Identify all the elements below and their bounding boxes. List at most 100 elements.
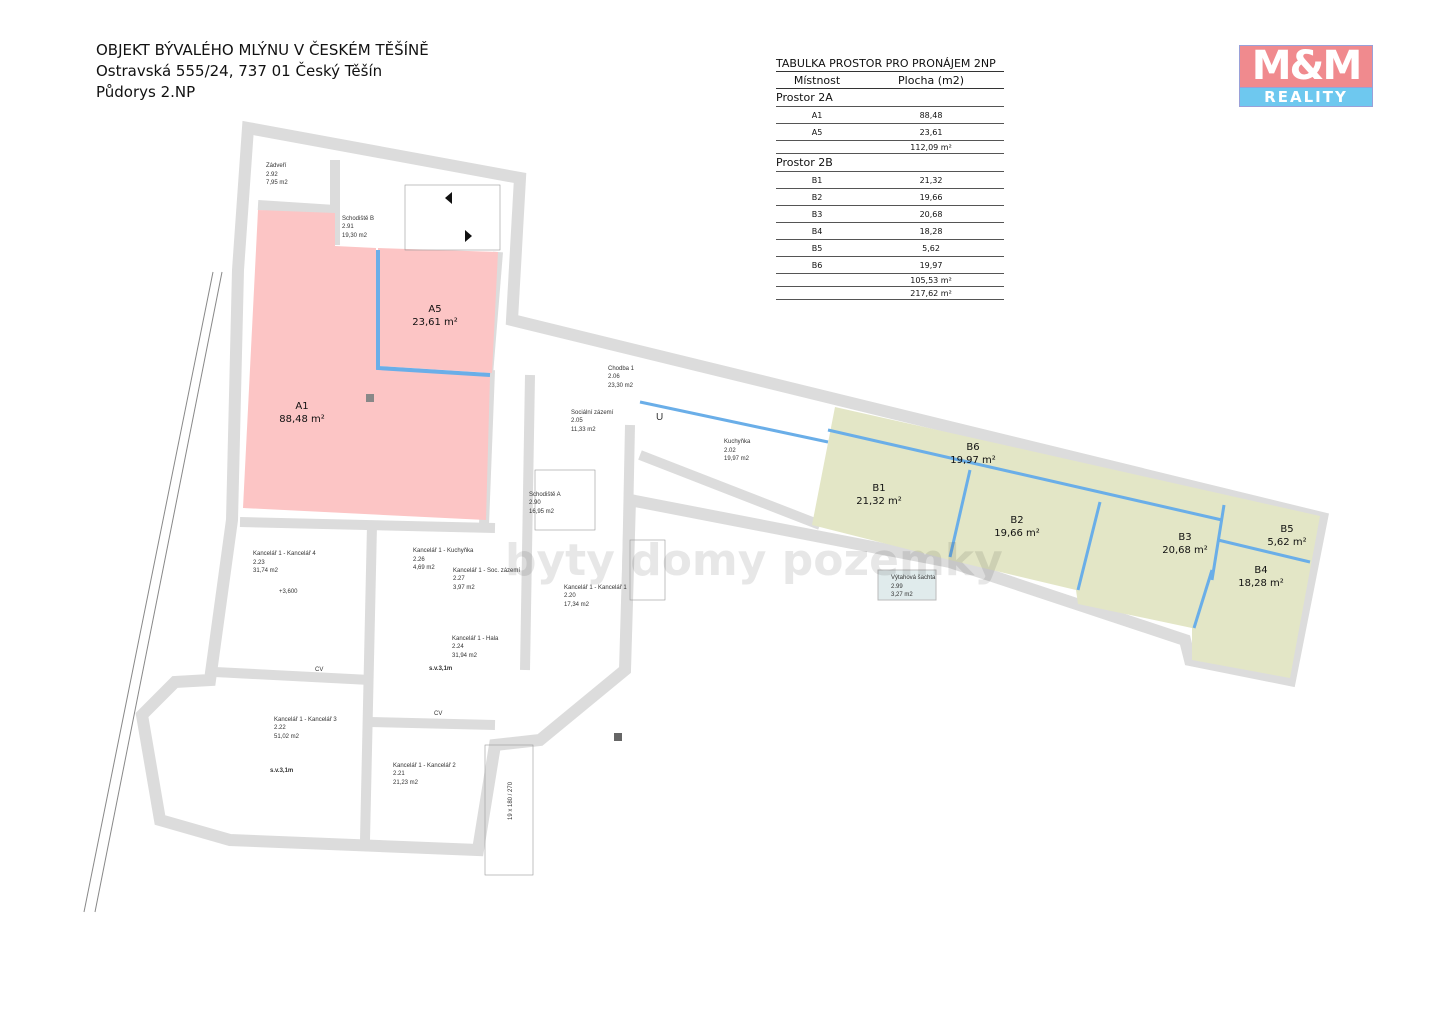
col-area: Plocha (m2) xyxy=(858,71,1004,89)
drawing-title: OBJEKT BÝVALÉHO MLÝNU V ČESKÉM TĚŠÍNĚ Os… xyxy=(96,40,429,103)
svg-text:Schodiště B: Schodiště B xyxy=(342,216,374,222)
svg-text:Kancelář 1 - Kancelář 2: Kancelář 1 - Kancelář 2 xyxy=(393,763,456,769)
svg-text:17,34 m2: 17,34 m2 xyxy=(564,602,590,608)
cv-label: CV xyxy=(434,711,442,717)
partition-a1-a5 xyxy=(376,250,491,377)
title-building: OBJEKT BÝVALÉHO MLÝNU V ČESKÉM TĚŠÍNĚ xyxy=(96,41,429,59)
height-label: s.v.3,1m xyxy=(429,666,452,672)
stairs xyxy=(404,184,666,876)
cell-area: 20,68 xyxy=(858,205,1004,223)
interior-walls xyxy=(214,160,822,841)
svg-text:2.23: 2.23 xyxy=(253,560,265,566)
column xyxy=(614,733,622,741)
stairs-label: 19 x 180 / 270 xyxy=(508,781,514,820)
label-b3: B3 xyxy=(1178,532,1191,543)
svg-text:19,97 m2: 19,97 m2 xyxy=(724,456,750,462)
svg-text:2.27: 2.27 xyxy=(453,576,465,582)
table-title: TABULKA PROSTOR PRO PRONÁJEM 2NP xyxy=(776,55,1004,72)
svg-text:Chodba 1: Chodba 1 xyxy=(608,366,635,372)
mm-reality-logo: M&M REALITY xyxy=(1239,45,1373,107)
cell-room: A5 xyxy=(776,123,859,141)
group-2a: Prostor 2A xyxy=(776,88,1004,107)
label-b6: B6 xyxy=(966,442,979,453)
svg-text:11,33 m2: 11,33 m2 xyxy=(571,427,596,433)
svg-text:2.05: 2.05 xyxy=(571,418,583,424)
stair-arrow-icon xyxy=(445,192,452,204)
svg-text:4,69 m2: 4,69 m2 xyxy=(413,565,435,571)
cell-room: A1 xyxy=(776,106,859,124)
rental-area-table: TABULKA PROSTOR PRO PRONÁJEM 2NP Místnos… xyxy=(776,55,1004,300)
cv-label: CV xyxy=(315,667,323,673)
cell-area: 18,28 xyxy=(858,222,1004,240)
label-b5: B5 xyxy=(1280,524,1293,535)
cell-area: 19,66 xyxy=(858,188,1004,206)
unit-labels: A1 88,48 m² A5 23,61 m² B1 21,32 m² B2 1… xyxy=(279,304,1306,589)
logo-text: REALITY xyxy=(1239,88,1373,107)
svg-text:Výtahová šachta: Výtahová šachta xyxy=(891,575,936,581)
label-b1: B1 xyxy=(872,483,885,494)
svg-text:Kancelář 1 - Kuchyňka: Kancelář 1 - Kuchyňka xyxy=(413,548,474,554)
svg-text:3,27 m2: 3,27 m2 xyxy=(891,592,913,598)
room-label: Kancelář 1 - Kuchyňka 2.26 4,69 m2 xyxy=(413,548,474,571)
label-b1-area: 21,32 m² xyxy=(856,496,902,507)
cell-area: 19,97 xyxy=(858,256,1004,274)
label-a1: A1 xyxy=(295,401,308,412)
svg-text:Kancelář 1 - Kancelář 4: Kancelář 1 - Kancelář 4 xyxy=(253,551,316,557)
svg-text:Kancelář 1 - Hala: Kancelář 1 - Hala xyxy=(452,636,499,642)
cell-area: 5,62 xyxy=(858,239,1004,257)
svg-text:2.99: 2.99 xyxy=(891,584,903,590)
label-b5-area: 5,62 m² xyxy=(1267,537,1306,548)
svg-text:16,95 m2: 16,95 m2 xyxy=(529,509,555,515)
height-label: s.v.3,1m xyxy=(270,768,293,774)
cell-room: B1 xyxy=(776,171,859,189)
cell-room: B4 xyxy=(776,222,859,240)
svg-text:Kancelář 1 - Soc. zázemí: Kancelář 1 - Soc. zázemí xyxy=(453,568,520,574)
svg-text:21,23 m2: 21,23 m2 xyxy=(393,780,419,786)
svg-text:2.92: 2.92 xyxy=(266,172,278,178)
label-a1-area: 88,48 m² xyxy=(279,414,325,425)
cell-room: B6 xyxy=(776,256,859,274)
cell-room: B2 xyxy=(776,188,859,206)
logo-mark: M&M xyxy=(1239,45,1373,88)
svg-text:2.91: 2.91 xyxy=(342,224,354,230)
level-marker: +3,600 xyxy=(279,589,298,595)
ramp-line xyxy=(94,271,223,913)
label-b2-area: 19,66 m² xyxy=(994,528,1040,539)
svg-text:2.26: 2.26 xyxy=(413,557,425,563)
svg-text:7,95 m2: 7,95 m2 xyxy=(266,180,288,186)
group-2b: Prostor 2B xyxy=(776,153,1004,172)
unit-a1-area xyxy=(243,210,490,520)
room-label: Kancelář 1 - Soc. zázemí 2.27 3,97 m2 xyxy=(453,568,520,591)
svg-text:2.06: 2.06 xyxy=(608,374,620,380)
room-label: Kancelář 1 - Kancelář 2 2.21 21,23 m2 xyxy=(393,763,456,786)
room-label: Výtahová šachta 2.99 3,27 m2 xyxy=(891,575,936,598)
room-label: Schodiště B 2.91 19,30 m2 xyxy=(342,216,374,239)
title-address: Ostravská 555/24, 737 01 Český Těšín xyxy=(96,62,383,80)
watermark: byty domy pozemky xyxy=(505,535,1003,586)
cell-area: 88,48 xyxy=(858,106,1004,124)
elevator-shaft xyxy=(877,569,937,601)
svg-text:2.20: 2.20 xyxy=(564,593,576,599)
svg-text:3,97 m2: 3,97 m2 xyxy=(453,585,475,591)
svg-text:2.24: 2.24 xyxy=(452,644,464,650)
grand-total: 217,62 m² xyxy=(858,286,1004,300)
svg-text:Schodiště A: Schodiště A xyxy=(529,492,561,498)
svg-text:19,30 m2: 19,30 m2 xyxy=(342,233,368,239)
svg-text:2.21: 2.21 xyxy=(393,771,405,777)
toilet-symbol: U xyxy=(656,412,663,423)
unit-a5-area xyxy=(378,248,498,373)
label-b2: B2 xyxy=(1010,515,1023,526)
svg-text:2.02: 2.02 xyxy=(724,448,736,454)
